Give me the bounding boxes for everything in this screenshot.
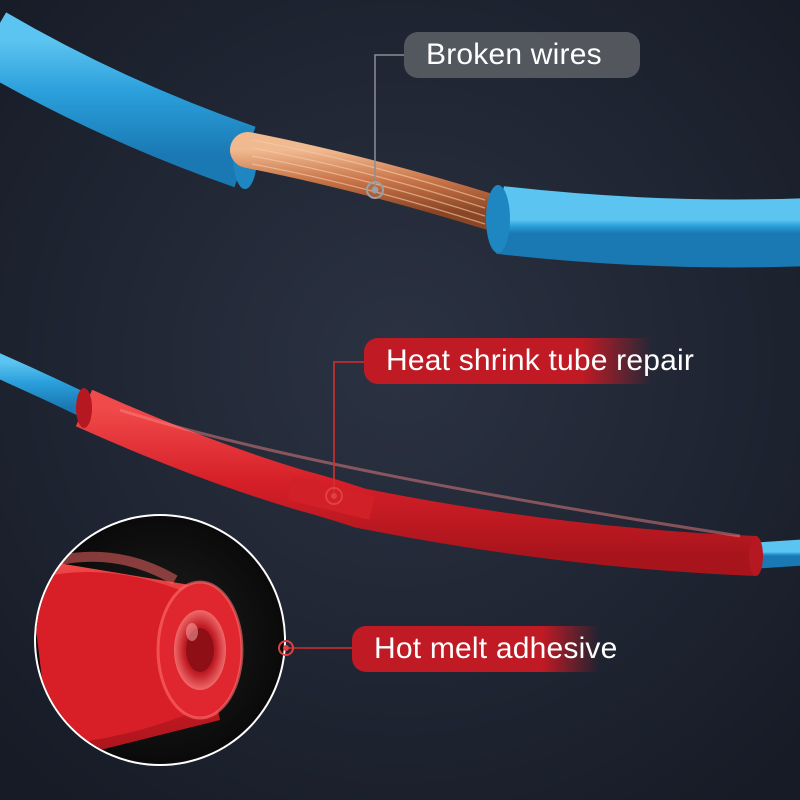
callout-broken-wires xyxy=(366,54,404,199)
label-heat-shrink-tube-repair: Heat shrink tube repair xyxy=(364,338,717,384)
blue-wire-right xyxy=(496,186,800,268)
heat-shrink-repaired-wire xyxy=(0,353,800,576)
callout-hot-melt xyxy=(278,640,352,656)
copper-strands xyxy=(230,132,508,230)
label-broken-wires: Broken wires xyxy=(404,32,640,78)
label-heat-shrink-text: Heat shrink tube repair xyxy=(386,344,695,377)
label-hot-melt-text: Hot melt adhesive xyxy=(374,632,618,665)
label-hot-melt-adhesive: Hot melt adhesive xyxy=(352,626,640,672)
hot-melt-closeup-circle xyxy=(34,514,286,766)
blue-wire-right-end xyxy=(486,185,510,253)
blue-wire-left xyxy=(0,12,256,188)
broken-wire-assembly xyxy=(0,12,800,268)
callout-heat-shrink xyxy=(325,361,364,505)
label-broken-wires-text: Broken wires xyxy=(426,38,602,71)
